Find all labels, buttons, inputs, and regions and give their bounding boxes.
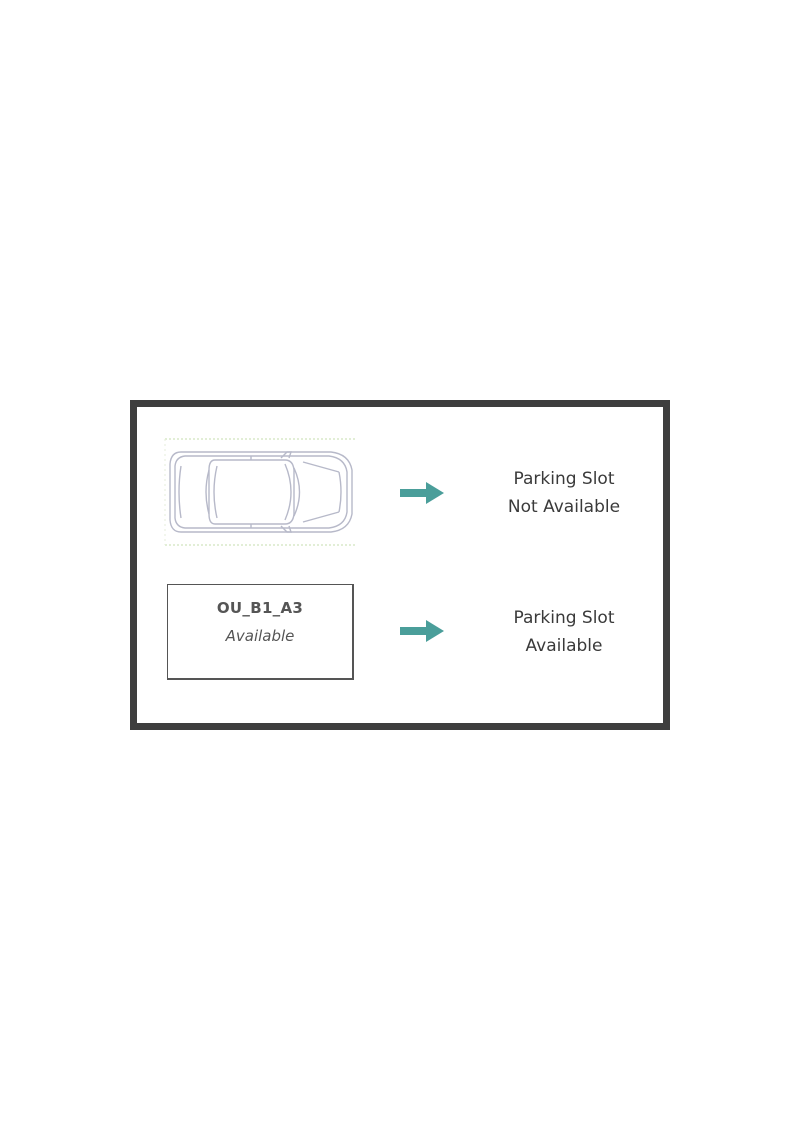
slot-status: Available xyxy=(225,627,295,645)
description-not-available: Parking Slot Not Available xyxy=(470,465,658,521)
arrow-right-icon xyxy=(398,618,446,644)
available-slot-box: OU_B1_A3 Available xyxy=(167,584,354,680)
legend-frame xyxy=(130,400,670,730)
description-line: Available xyxy=(525,636,603,656)
description-line: Parking Slot xyxy=(513,608,615,628)
slot-id: OU_B1_A3 xyxy=(216,599,304,617)
car-icon xyxy=(163,436,359,548)
arrow-right-icon xyxy=(398,480,446,506)
description-line: Parking Slot xyxy=(513,469,615,489)
description-line: Not Available xyxy=(507,497,621,517)
description-available: Parking Slot Available xyxy=(470,604,658,660)
